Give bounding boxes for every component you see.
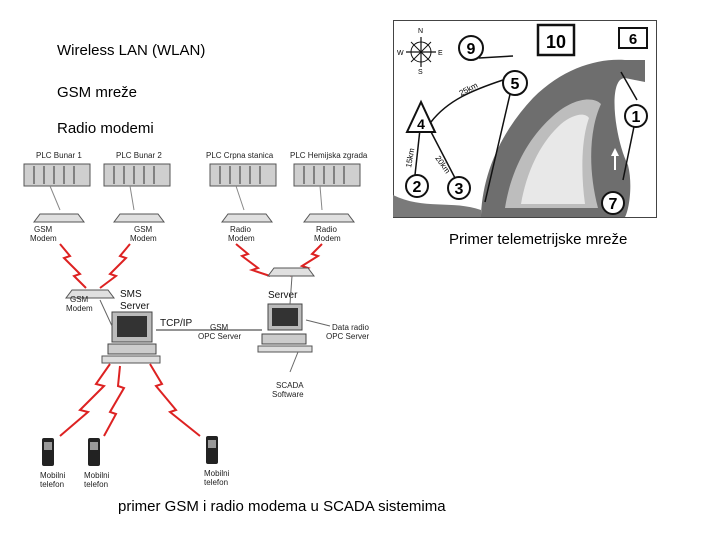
radio-modem-2-l2: Modem (314, 234, 341, 243)
plc-rack-3 (209, 163, 277, 187)
wireless-link-3 (235, 243, 271, 277)
gsm-opc-l1: GSM (210, 323, 229, 332)
node-4-label: 4 (417, 116, 425, 132)
distance-15km: 15km (404, 147, 416, 168)
node-1-circle (624, 104, 648, 128)
node-4-triangle (405, 99, 437, 133)
gsm-opc-l2: OPC Server (198, 332, 241, 341)
mobile-phone-2 (88, 438, 100, 466)
node-10-box (536, 23, 576, 57)
phone-link-2 (103, 365, 126, 437)
sms-server-l1: SMS (120, 289, 142, 300)
radio-modem-1 (221, 213, 273, 223)
node-5-circle (502, 70, 528, 96)
wireless-link-2 (99, 243, 131, 289)
phone-3-l2: telefon (204, 478, 228, 487)
phone-1-l2: telefon (40, 480, 64, 489)
plc-label-4: PLC Hemijska zgrada (290, 151, 368, 160)
radio-modem-2-l1: Radio (316, 225, 337, 234)
sms-server-computer (101, 311, 161, 364)
node-7-label: 7 (609, 196, 618, 213)
wireless-link-1 (59, 243, 87, 289)
phone-link-1 (59, 363, 111, 437)
gsm-modem-1-l1: GSM (34, 225, 53, 234)
path-4-3 (428, 127, 456, 179)
gsm-modem-2 (113, 213, 165, 223)
plc-label-2: PLC Bunar 2 (116, 151, 162, 160)
path-6-1 (620, 71, 638, 101)
sms-server-l2: Server (120, 301, 150, 312)
server-computer (257, 303, 313, 353)
plc-label-3: PLC Crpna stanica (206, 151, 274, 160)
plc-rack-2 (103, 163, 171, 187)
node-9-circle (458, 35, 484, 61)
path-4-5 (430, 79, 504, 123)
compass-icon: N S W E (397, 28, 443, 76)
bullet-radio: Radio modemi (57, 120, 154, 137)
path-5-3 (484, 89, 512, 203)
plc-rack-4 (293, 163, 361, 187)
node-7-circle (601, 191, 625, 215)
compass-e: E (438, 50, 443, 57)
radio-modem-1-l1: Radio (230, 225, 251, 234)
bullet-wlan: Wireless LAN (WLAN) (57, 42, 206, 59)
gsm-center-l2: Modem (66, 304, 93, 313)
telemetry-caption: Primer telemetrijske mreže (449, 231, 628, 248)
plc-rack-1 (23, 163, 91, 187)
node-1-label: 1 (632, 109, 641, 126)
telemetry-map: N S W E 10 6 9 5 4 1 2 3 7 25km 20km 15k… (393, 20, 657, 218)
gsm-modem-center (65, 289, 115, 299)
server-label: Server (268, 290, 298, 301)
phone-link-3 (149, 363, 201, 437)
node-2-label: 2 (413, 179, 422, 196)
node-3-circle (447, 176, 471, 200)
gsm-modem-2-l2: Modem (130, 234, 157, 243)
river-lower (393, 195, 481, 217)
gsm-center-l1: GSM (70, 295, 89, 304)
node-2-circle (405, 174, 429, 198)
scada-diagram: PLC Bunar 1 PLC Bunar 2 PLC Crpna stanic… (23, 151, 369, 489)
gsm-modem-2-l1: GSM (134, 225, 153, 234)
node-10-label: 10 (546, 32, 566, 52)
gsm-modem-1-l2: Modem (30, 234, 57, 243)
flow-arrow-head (611, 148, 619, 156)
gsm-modem-1 (33, 213, 85, 223)
phone-2-l1: Mobilni (84, 471, 110, 480)
node-9-label: 9 (467, 41, 476, 58)
node-5-label: 5 (511, 76, 520, 93)
tcpip-label: TCP/IP (160, 318, 193, 329)
radio-opc-l1: Data radio (332, 323, 369, 332)
path-9-10 (478, 55, 514, 59)
phone-1-l1: Mobilni (40, 471, 66, 480)
node-6-box (618, 27, 648, 49)
radio-modem-1-l2: Modem (228, 234, 255, 243)
scada-sw-l2: Software (272, 390, 304, 399)
compass-w: W (397, 50, 404, 57)
compass-s: S (418, 69, 423, 76)
node-3-label: 3 (455, 181, 464, 198)
phone-2-l2: telefon (84, 480, 108, 489)
scada-sw-l1: SCADA (276, 381, 304, 390)
mobile-phone-1 (42, 438, 54, 466)
bullet-gsm: GSM mreže (57, 84, 138, 101)
node-6-label: 6 (629, 31, 637, 48)
radio-modem-2 (303, 213, 355, 223)
plc-label-1: PLC Bunar 1 (36, 151, 82, 160)
scada-caption: primer GSM i radio modema u SCADA sistem… (118, 498, 446, 515)
compass-n: N (418, 28, 423, 35)
radio-opc-l2: OPC Server (326, 332, 369, 341)
river-inner (521, 114, 589, 204)
server-modem (267, 267, 315, 277)
phone-3-l1: Mobilni (204, 469, 230, 478)
mobile-phone-3 (206, 436, 218, 464)
